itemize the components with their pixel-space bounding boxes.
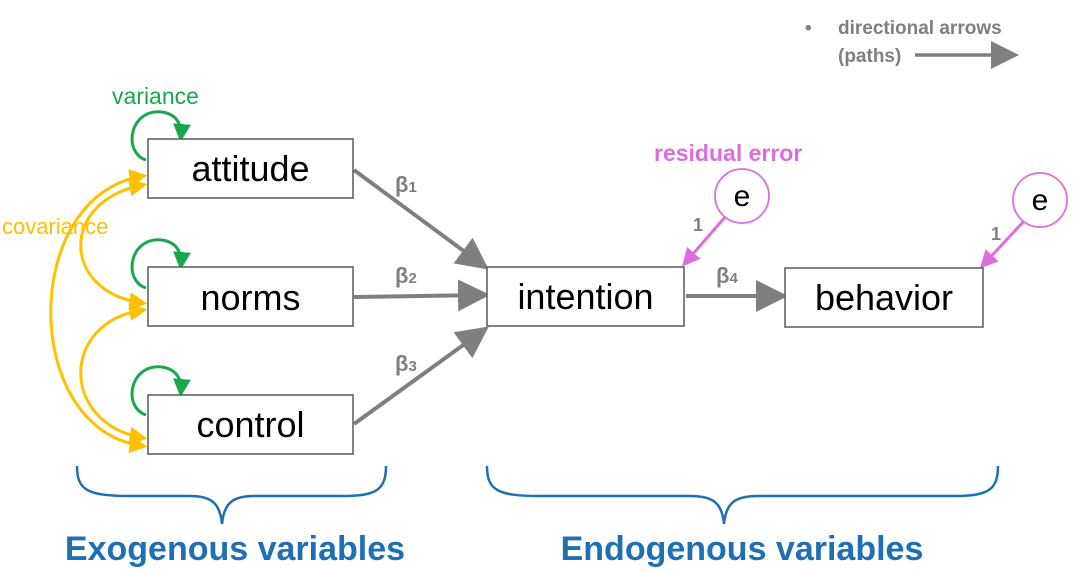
covariance-arc-norms-control	[79, 303, 148, 445]
error-label-intention: e	[734, 180, 751, 213]
node-norms: norms	[147, 266, 354, 327]
loading-label-behavior: 1	[991, 224, 1001, 244]
path-label-b3: β3	[395, 351, 417, 376]
covariance-label: covariance	[2, 214, 108, 239]
node-behavior: behavior	[784, 267, 984, 328]
residual-arrow-behavior	[979, 218, 1027, 269]
node-label-norms: norms	[200, 277, 300, 318]
legend-bullet: •	[805, 18, 812, 39]
legend: • directional arrows (paths)	[805, 18, 1019, 69]
node-label-behavior: behavior	[815, 277, 953, 318]
legend-line-1: directional arrows	[838, 18, 1002, 39]
variance-loop-attitude	[130, 110, 191, 162]
covariance-arc-attitude-norms	[79, 178, 148, 311]
node-control: control	[147, 394, 354, 455]
residual-error-label: residual error	[654, 140, 802, 166]
group-label-endogenous: Endogenous variables	[561, 530, 924, 568]
variance-label: variance	[112, 83, 199, 109]
node-intention: intention	[486, 266, 685, 327]
regression-paths	[352, 168, 788, 426]
covariance-arcs	[49, 169, 148, 454]
residual-arrows	[682, 215, 1027, 269]
brace-exogenous	[75, 465, 388, 525]
node-label-intention: intention	[517, 276, 653, 317]
covariance-arc-attitude-control	[49, 169, 148, 454]
node-attitude: attitude	[147, 138, 354, 199]
variance-loop-norms	[130, 238, 191, 290]
variance-loop-control	[130, 365, 191, 417]
error-label-behavior: e	[1032, 184, 1049, 217]
error-term-behavior: e	[1012, 172, 1068, 228]
path-label-b4: β4	[716, 263, 738, 288]
legend-line-2: (paths)	[838, 46, 901, 67]
path-label-b1: β1	[395, 172, 417, 197]
group-label-exogenous: Exogenous variables	[65, 530, 405, 568]
path-control-intention	[352, 326, 489, 426]
node-label-control: control	[196, 404, 304, 445]
path-attitude-intention	[352, 168, 489, 270]
node-label-attitude: attitude	[191, 148, 309, 189]
variance-loops	[130, 110, 191, 417]
residual-arrow-intention	[682, 215, 728, 267]
path-label-b2: β2	[395, 263, 417, 288]
brace-endogenous	[485, 465, 1000, 525]
error-term-intention: e	[714, 168, 770, 224]
loading-label-intention: 1	[693, 215, 703, 235]
path-norms-intention	[353, 279, 490, 312]
